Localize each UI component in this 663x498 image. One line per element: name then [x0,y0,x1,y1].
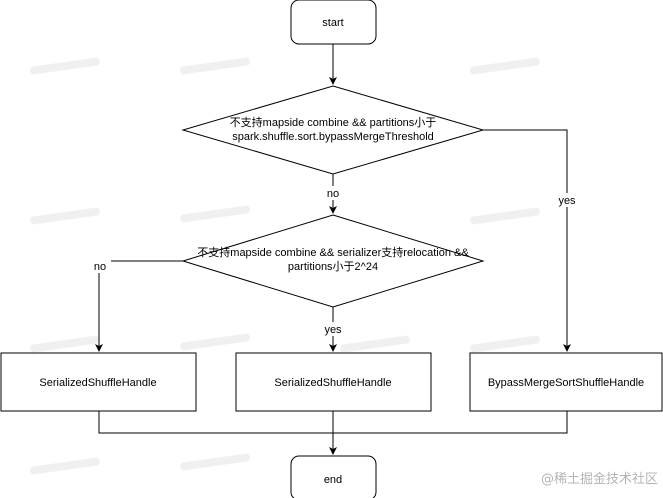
decision-node-serialized: 不支持mapside combine && serializer支持reloca… [181,214,485,308]
decision1-yes-label: yes [558,195,576,207]
handle-mid-label: SerializedShuffleHandle [274,377,391,389]
decision2-text-line2: partitions小于2^24 [288,260,378,273]
handle-right-label: BypassMergeSortShuffleHandle [488,377,644,389]
edge-left-handle-to-merge [98,411,333,434]
decision2-text-line1: 不支持mapside combine && serializer支持reloca… [197,245,469,259]
bypass-merge-sort-shuffle-handle-box: BypassMergeSortShuffleHandle [469,352,663,412]
decision-node-bypass: 不支持mapside combine && partitions小于 spark… [181,85,485,175]
edge-label-bg [89,259,111,273]
watermark-pattern [30,57,540,475]
decision2-no-label: no [94,261,106,273]
start-node: start [290,0,377,45]
serialized-shuffle-handle-box-left: SerializedShuffleHandle [0,352,197,412]
edge-label-bg [555,193,579,207]
decision1-text-line1: 不支持mapside combine && partitions小于 [230,115,437,129]
start-label: start [322,17,343,29]
serialized-shuffle-handle-box-middle: SerializedShuffleHandle [235,352,432,412]
decision1-text-line2: spark.shuffle.sort.bypassMergeThreshold [232,131,434,143]
edge-decision2-no [95,260,183,352]
edge-decision1-yes [483,129,571,352]
edge-label-bg [321,322,345,336]
decision2-yes-label: yes [324,324,342,336]
edge-label-bg [322,186,344,200]
edge-right-handle-to-merge [333,411,568,434]
end-label: end [324,474,342,486]
watermark-credit: @稀土掘金技术社区 [541,471,658,487]
decision1-no-label: no [327,188,339,200]
end-node: end [290,455,377,498]
handle-left-label: SerializedShuffleHandle [39,377,156,389]
